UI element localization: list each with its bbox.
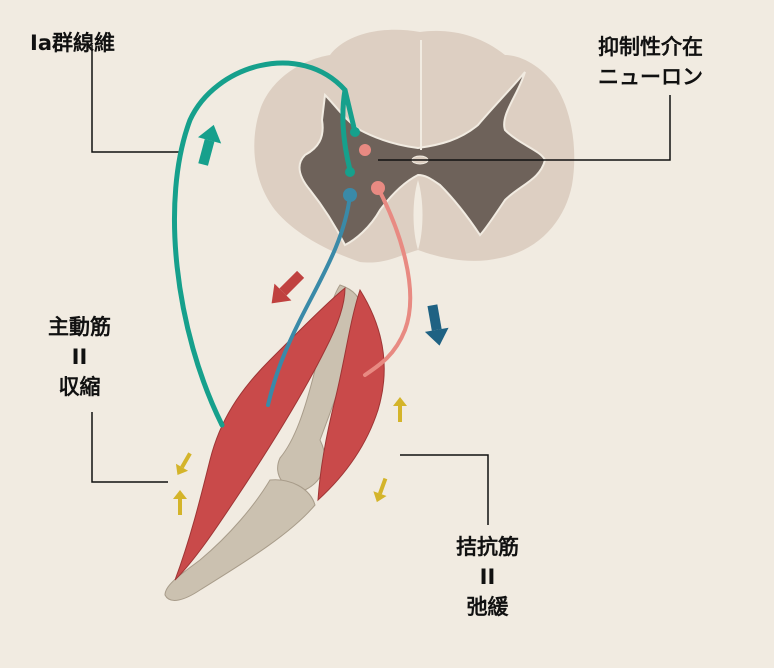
motor-neuron-axon <box>266 193 352 407</box>
agonist-muscle <box>174 286 346 581</box>
yellow-arrow-icon <box>393 397 407 422</box>
label-line: 収縮 <box>58 375 101 399</box>
ia-terminal-2 <box>345 167 355 177</box>
leader-inhibitory <box>378 95 671 161</box>
signal-arrows <box>173 124 449 515</box>
yellow-arrow-icon <box>173 490 187 515</box>
leader-ia <box>91 45 180 153</box>
spinal-cord <box>254 29 575 263</box>
ia-fiber <box>172 60 358 428</box>
yellow-arrow-icon <box>175 452 192 475</box>
yellow-arrow-icon <box>373 477 388 503</box>
motor-neuron-body <box>343 188 357 202</box>
label-ia-fiber: Ia群線維 <box>30 31 115 55</box>
label-line: ニューロン <box>598 65 703 89</box>
ventral-fissure <box>413 180 423 250</box>
label-line: 拮抗筋 <box>456 535 519 559</box>
red-down-arrow-icon <box>271 270 305 304</box>
label-antagonist: 拮抗筋 II 弛緩 <box>456 532 519 622</box>
muscles <box>174 286 385 581</box>
inhibitory-neuron-axon <box>363 186 413 377</box>
ia-up-arrow-icon <box>197 124 222 166</box>
label-inhibitory-interneuron: 抑制性介在 ニューロン <box>598 32 703 92</box>
leader-antagonist <box>400 454 489 525</box>
label-line: II <box>71 345 88 369</box>
blue-down-arrow-icon <box>424 304 449 346</box>
label-line: 主動筋 <box>48 315 111 339</box>
label-line: 抑制性介在 <box>598 35 703 59</box>
label-line: 弛緩 <box>466 595 509 619</box>
nerves <box>172 60 413 428</box>
inhibited-motor-neuron-body <box>371 181 385 195</box>
forearm <box>164 479 316 601</box>
ia-terminal-1 <box>350 127 360 137</box>
inhibitory-interneuron-body <box>359 144 371 156</box>
arm-bones <box>164 284 362 601</box>
antagonist-muscle <box>317 288 385 502</box>
leader-agonist <box>91 412 168 483</box>
label-line: II <box>479 565 496 589</box>
label-agonist: 主動筋 II 収縮 <box>48 312 111 402</box>
